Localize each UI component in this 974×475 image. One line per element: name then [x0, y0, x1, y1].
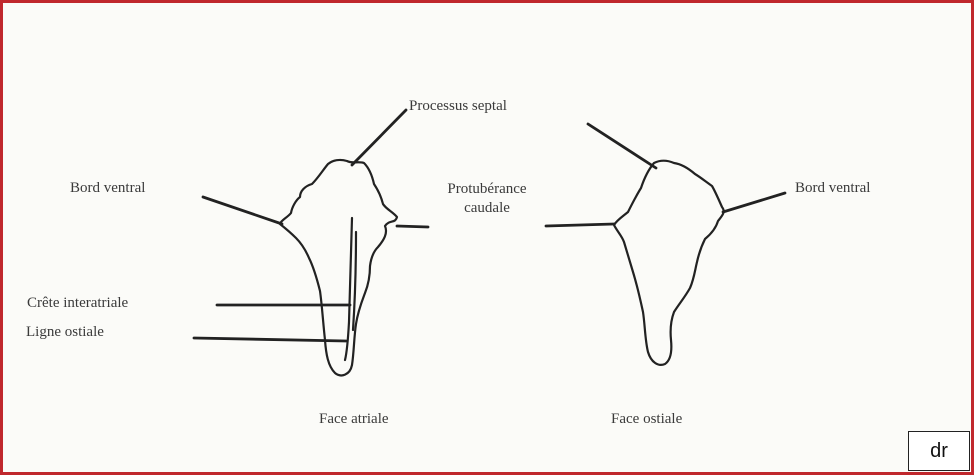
leader-protuberance-right — [546, 224, 614, 226]
leader-protuberance-left — [397, 226, 428, 227]
label-bord-ventral-left: Bord ventral — [70, 180, 145, 197]
label-bord-ventral-right: Bord ventral — [795, 180, 870, 197]
label-protuberance-line2: caudale — [426, 200, 548, 217]
label-processus-septal: Processus septal — [409, 98, 507, 115]
leader-bord-ventral-right — [723, 193, 785, 212]
label-crete-interatriale: Crête interatriale — [27, 295, 128, 312]
left-specimen-outline — [280, 160, 397, 375]
leader-processus-left — [352, 110, 406, 165]
label-ligne-ostiale: Ligne ostiale — [26, 324, 104, 341]
right-specimen-outline — [614, 161, 724, 365]
leader-bord-ventral-left — [203, 197, 282, 224]
label-face-atriale: Face atriale — [319, 411, 389, 428]
credit-badge: dr — [908, 431, 970, 471]
label-protuberance-caudale: Protubérance caudale — [426, 181, 548, 217]
label-face-ostiale: Face ostiale — [611, 411, 682, 428]
label-protuberance-line1: Protubérance — [426, 181, 548, 198]
leader-ligne-ostiale — [194, 338, 346, 341]
leader-processus-right — [588, 124, 656, 168]
ligne-ostiale-curve — [353, 232, 356, 330]
crete-curve — [345, 218, 352, 360]
